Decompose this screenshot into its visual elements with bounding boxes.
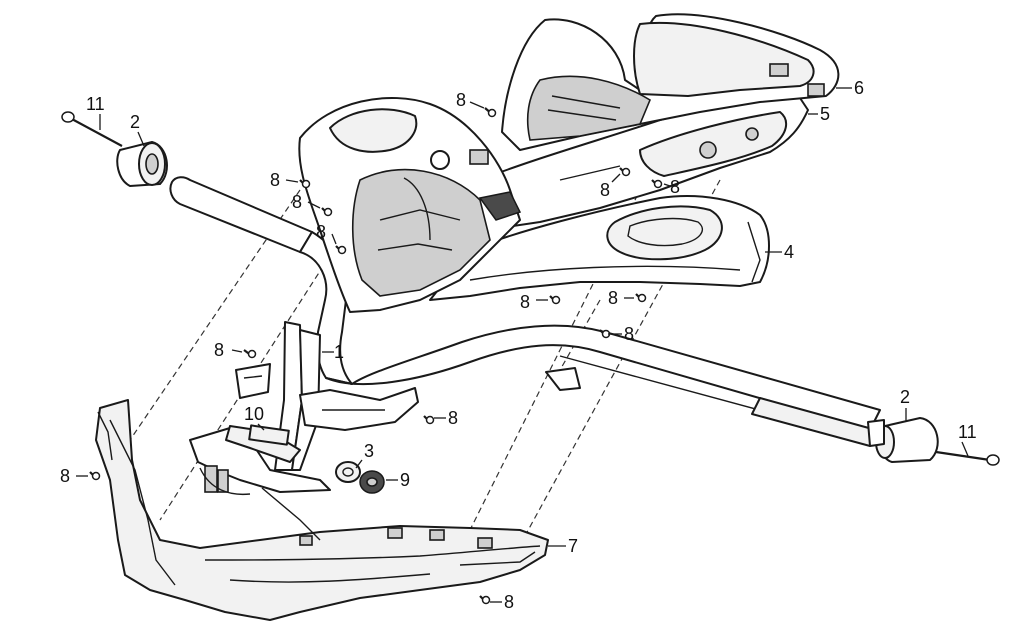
end-bolt-right	[935, 450, 1000, 466]
callout-8-k: 8	[60, 466, 70, 486]
callout-8-e: 8	[670, 177, 680, 197]
callout-8-j: 8	[448, 408, 458, 428]
callout-8-d: 8	[600, 180, 610, 200]
screw	[599, 329, 611, 339]
callout-labels: 11 2 1 2 11 3 9 10 4 5 6 7 8 8 8 8 8 8 8…	[60, 78, 977, 612]
callout-8-g: 8	[608, 288, 618, 308]
callout-8-c: 8	[316, 222, 326, 242]
screw	[299, 179, 311, 189]
screw	[89, 471, 101, 481]
rear-handlebar-cover	[298, 97, 522, 313]
callout-8-h: 8	[624, 324, 634, 344]
screw	[423, 415, 435, 425]
handlebar-tube	[169, 176, 881, 471]
right-handlebar-cover	[429, 195, 770, 301]
lower-handlebar-cover	[95, 399, 549, 621]
callout-2-left: 2	[130, 112, 140, 132]
screw	[635, 293, 647, 303]
callout-2-right: 2	[900, 387, 910, 407]
end-bolt-left	[61, 111, 123, 147]
callout-9: 9	[400, 470, 410, 490]
callout-5: 5	[820, 104, 830, 124]
screw	[335, 245, 347, 255]
screw	[619, 167, 631, 177]
callout-11-left: 11	[86, 94, 105, 114]
screw	[479, 595, 491, 605]
callout-8-b: 8	[292, 192, 302, 212]
instrument-hood	[501, 13, 840, 151]
collar-part-3	[335, 461, 361, 483]
callout-8-a: 8	[270, 170, 280, 190]
grip-weight-left	[116, 141, 168, 187]
callout-11-right: 11	[958, 422, 977, 442]
nut-part-9	[359, 470, 385, 494]
switch-bracket-assembly	[189, 424, 331, 541]
callout-8-f: 8	[520, 292, 530, 312]
callout-leaders	[76, 87, 969, 603]
screw	[243, 349, 257, 359]
screw	[549, 295, 561, 305]
callout-3: 3	[364, 441, 374, 461]
screws-part-8	[89, 107, 663, 605]
callout-1: 1	[334, 342, 344, 362]
callout-7: 7	[568, 536, 578, 556]
screw	[651, 179, 663, 189]
screw	[484, 107, 497, 118]
screw	[321, 207, 333, 217]
callout-8-i: 8	[214, 340, 224, 360]
callout-4: 4	[784, 242, 794, 262]
callout-10: 10	[244, 404, 264, 424]
callout-6: 6	[854, 78, 864, 98]
grip-weight-right	[867, 417, 939, 463]
callout-8-bottom: 8	[504, 592, 514, 612]
callout-8-top: 8	[456, 90, 466, 110]
